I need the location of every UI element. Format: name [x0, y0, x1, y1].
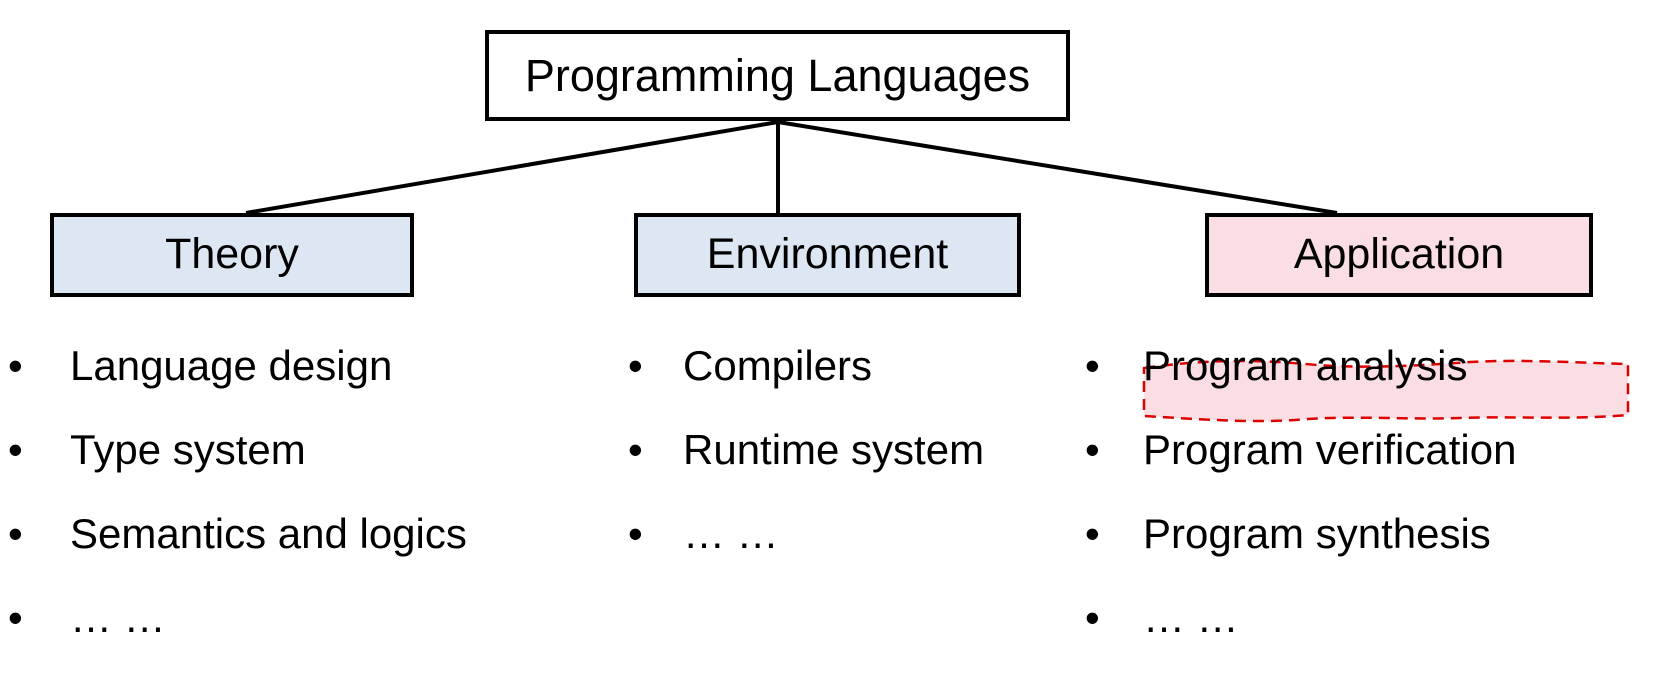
bullet-icon: • [8, 510, 23, 557]
list-item-label: Program verification [1143, 426, 1517, 473]
list-item[interactable]: • Compilers [570, 345, 1040, 429]
bullet-icon: • [8, 342, 23, 389]
node-label-theory: Theory [165, 230, 299, 279]
list-item[interactable]: • Type system [0, 429, 560, 513]
list-item-label: Compilers [683, 342, 873, 389]
bullet-icon: • [8, 594, 23, 641]
bullet-icon: • [8, 426, 23, 473]
bullet-icon: • [1085, 594, 1100, 641]
list-item-highlighted[interactable]: • Program analysis [1060, 345, 1672, 429]
list-item-label: Type system [70, 426, 306, 473]
list-item[interactable]: • Semantics and logics [0, 513, 560, 597]
list-item[interactable]: • Program verification [1060, 429, 1672, 513]
node-box-environment[interactable]: Environment [634, 213, 1021, 297]
bullet-list-theory: • Language design • Type system • Semant… [0, 345, 560, 681]
list-item-label: … … [683, 510, 779, 557]
bullet-icon: • [1085, 342, 1100, 389]
list-item[interactable]: • Runtime system [570, 429, 1040, 513]
list-item-label: Language design [70, 342, 393, 389]
bullet-icon: • [628, 510, 643, 557]
bullet-icon: • [1085, 426, 1100, 473]
list-item-label: … … [70, 594, 166, 641]
bullet-icon: • [628, 342, 643, 389]
list-item-label: Program synthesis [1143, 510, 1491, 557]
node-box-theory[interactable]: Theory [50, 213, 414, 297]
bullet-list-environment: • Compilers • Runtime system • … … [570, 345, 1040, 597]
node-box-application[interactable]: Application [1205, 213, 1593, 297]
connector-root-to-theory [245, 120, 779, 215]
list-item[interactable]: • Program synthesis [1060, 513, 1672, 597]
list-item-label: Runtime system [683, 426, 985, 473]
list-item[interactable]: • … … [1060, 597, 1672, 681]
list-item-label: … … [1143, 594, 1239, 641]
bullet-icon: • [628, 426, 643, 473]
bullet-icon: • [1085, 510, 1100, 557]
list-item[interactable]: • Language design [0, 345, 560, 429]
node-label-root: Programming Languages [524, 49, 1031, 101]
bullet-list-application: • Program analysis • Program verificatio… [1060, 345, 1672, 681]
list-item[interactable]: • … … [570, 513, 1040, 597]
node-box-programming-languages[interactable]: Programming Languages [485, 30, 1070, 121]
connector-root-to-application [777, 120, 1338, 215]
list-item-label: Semantics and logics [70, 510, 467, 557]
list-item-label: Program analysis [1143, 342, 1468, 389]
node-label-application: Application [1293, 230, 1505, 279]
list-item[interactable]: • … … [0, 597, 560, 681]
node-label-environment: Environment [706, 230, 949, 279]
